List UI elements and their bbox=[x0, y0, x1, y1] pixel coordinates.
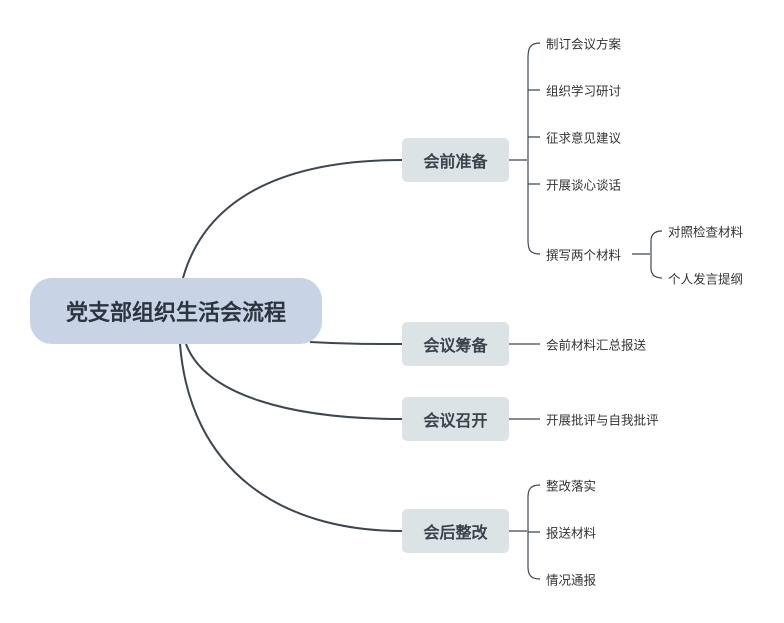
leaf-node[interactable]: 情况通报 bbox=[546, 572, 597, 588]
leaf-node[interactable]: 会前材料汇总报送 bbox=[546, 337, 647, 353]
branch-label: 会后整改 bbox=[423, 523, 488, 542]
sub-leaf-node[interactable]: 个人发言提纲 bbox=[668, 271, 744, 287]
connector-root-b4 bbox=[179, 343, 403, 532]
leaf-node[interactable]: 开展批评与自我批评 bbox=[546, 412, 659, 428]
leaf-node[interactable]: 整改落实 bbox=[546, 478, 597, 494]
connector-root-b2 bbox=[309, 341, 403, 345]
sub-leaf-node[interactable]: 对照检查材料 bbox=[668, 224, 744, 240]
connector-root-b1 bbox=[182, 159, 403, 279]
leaf-node[interactable]: 撰写两个材料 bbox=[546, 247, 622, 263]
branch-label: 会前准备 bbox=[423, 152, 488, 171]
leaf-node[interactable]: 制订会议方案 bbox=[546, 36, 622, 52]
root-node[interactable]: 党支部组织生活会流程 bbox=[30, 278, 322, 344]
branch-label: 会议召开 bbox=[423, 411, 488, 430]
connector-root-b3 bbox=[185, 343, 403, 420]
branch-label: 会议筹备 bbox=[423, 336, 488, 355]
bracket-b1 bbox=[509, 42, 541, 255]
branch-node-pre-meeting[interactable]: 会前准备 bbox=[402, 138, 509, 182]
leaf-node[interactable]: 征求意见建议 bbox=[546, 130, 622, 146]
branch-node-preparation[interactable]: 会议筹备 bbox=[402, 322, 509, 366]
leaf-node[interactable]: 组织学习研讨 bbox=[546, 83, 622, 99]
bracket-b4 bbox=[509, 484, 541, 580]
branch-node-rectification[interactable]: 会后整改 bbox=[402, 509, 509, 553]
bracket-b1-sub bbox=[632, 230, 663, 279]
root-label: 党支部组织生活会流程 bbox=[65, 301, 286, 326]
leaf-node[interactable]: 开展谈心谈话 bbox=[546, 177, 622, 193]
leaf-node[interactable]: 报送材料 bbox=[546, 525, 597, 541]
branch-node-meeting[interactable]: 会议召开 bbox=[402, 397, 509, 441]
